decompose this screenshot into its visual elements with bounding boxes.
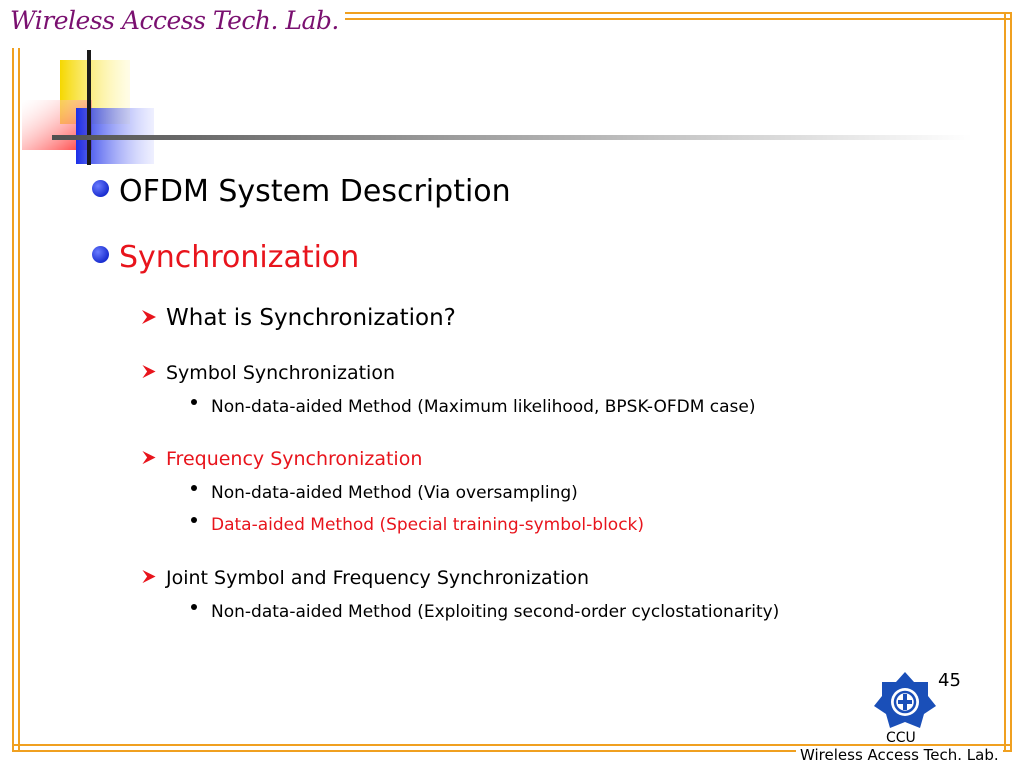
outline-subitem-what-is: What is Synchronization? [140, 305, 456, 331]
arrow-bullet-icon [142, 450, 156, 465]
outline-item-label: Non-data-aided Method (Via oversampling) [211, 483, 578, 503]
dot-bullet-icon [191, 517, 197, 523]
outline-detail-joint-nda: Non-data-aided Method (Exploiting second… [191, 602, 779, 622]
footer-lab-name: Wireless Access Tech. Lab. [796, 746, 1003, 764]
outline-item-label: Synchronization [119, 240, 360, 275]
deco-vertical-rule [87, 50, 91, 165]
outline-item-label: Non-data-aided Method (Exploiting second… [211, 602, 780, 622]
outline-item-ofdm: OFDM System Description [92, 174, 511, 209]
outline-item-label: Non-data-aided Method (Maximum likelihoo… [211, 397, 756, 417]
frame-right [1004, 12, 1012, 750]
decorative-header-graphic [22, 50, 972, 165]
outline-item-label: Frequency Synchronization [166, 448, 423, 470]
deco-horizontal-rule [52, 135, 972, 140]
slide-number: 45 [938, 670, 961, 691]
outline-item-sync: Synchronization [92, 240, 359, 275]
arrow-bullet-icon [142, 569, 156, 584]
outline-item-label: Data-aided Method (Special training-symb… [211, 515, 645, 535]
outline-item-label: Symbol Synchronization [166, 362, 396, 384]
outline-item-label: What is Synchronization? [166, 305, 456, 331]
outline-detail-freq-da: Data-aided Method (Special training-symb… [191, 515, 644, 535]
lab-title: Wireless Access Tech. Lab. [10, 6, 345, 35]
circle-bullet-icon [92, 246, 109, 263]
outline-subitem-freq-sync: Frequency Synchronization [140, 448, 422, 470]
frame-top [336, 12, 1012, 20]
frame-left [12, 48, 20, 750]
arrow-bullet-icon [142, 309, 156, 324]
outline-subitem-joint-sync: Joint Symbol and Frequency Synchronizati… [140, 567, 589, 589]
outline-item-label: OFDM System Description [119, 174, 511, 209]
outline-detail-freq-nda: Non-data-aided Method (Via oversampling) [191, 483, 578, 503]
arrow-bullet-icon [142, 364, 156, 379]
ccu-logo-icon [874, 672, 936, 728]
circle-bullet-icon [92, 180, 109, 197]
outline-subitem-symbol-sync: Symbol Synchronization [140, 362, 395, 384]
outline-detail-symbol-nda: Non-data-aided Method (Maximum likelihoo… [191, 397, 755, 417]
dot-bullet-icon [191, 399, 197, 405]
outline-item-label: Joint Symbol and Frequency Synchronizati… [166, 567, 590, 589]
frame-bottom [12, 744, 1012, 752]
dot-bullet-icon [191, 485, 197, 491]
ccu-label: CCU [886, 730, 916, 746]
dot-bullet-icon [191, 604, 197, 610]
